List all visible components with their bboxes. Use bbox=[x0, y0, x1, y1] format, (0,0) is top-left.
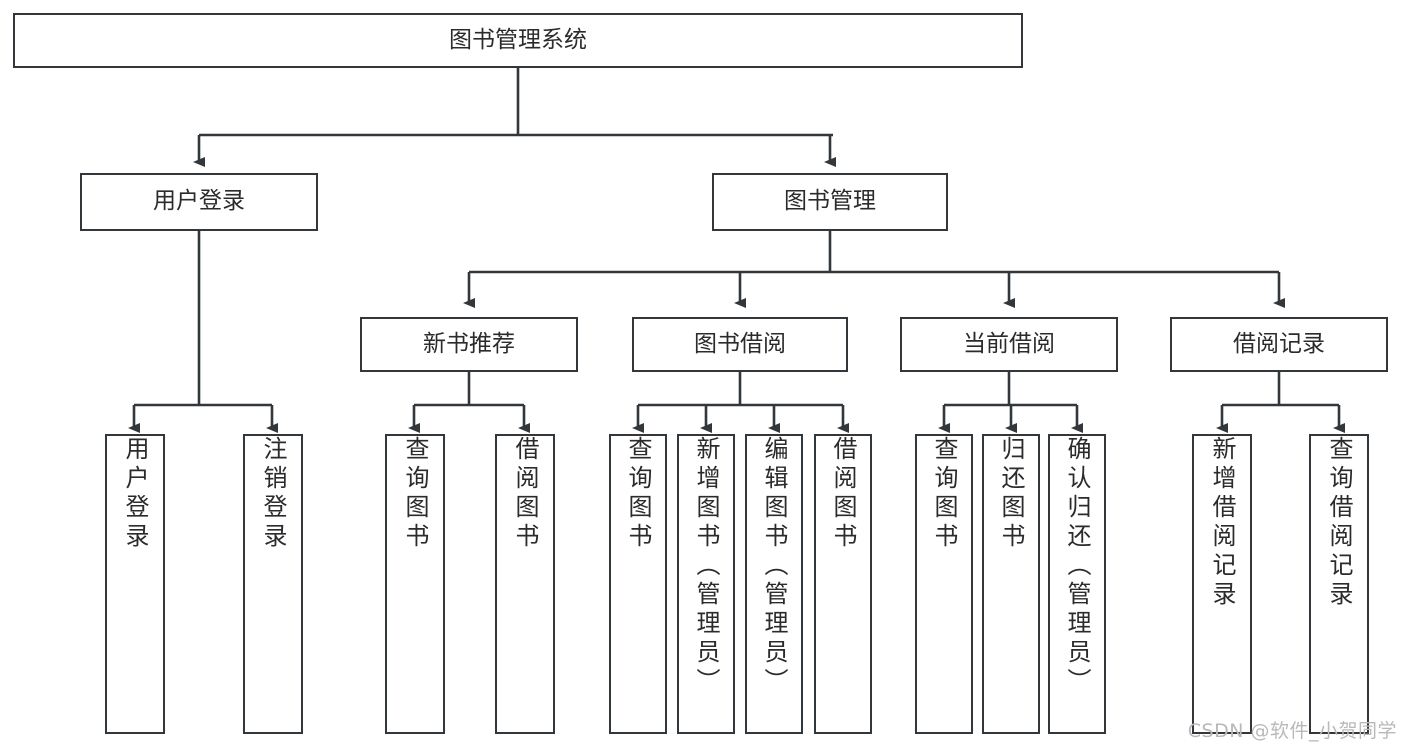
leaf-label: 借阅图书 bbox=[511, 436, 539, 552]
node-user-login-label: 用户登录 bbox=[153, 188, 245, 215]
leaf-current-borrow-0[interactable]: 查询图书 bbox=[915, 434, 973, 734]
leaf-book-borrow-3[interactable]: 借阅图书 bbox=[814, 434, 872, 734]
watermark: CSDN @软件_小贺同学 bbox=[1187, 720, 1397, 742]
leaf-label: 查询图书 bbox=[401, 436, 429, 552]
leaf-label: 查询图书 bbox=[930, 436, 958, 552]
node-current-borrow[interactable]: 当前借阅 bbox=[900, 317, 1118, 372]
node-borrow-record-label: 借阅记录 bbox=[1233, 330, 1325, 357]
leaf-borrow-record-1[interactable]: 查询借阅记录 bbox=[1309, 434, 1369, 734]
leaf-user-login-0[interactable]: 用户登录 bbox=[105, 434, 165, 734]
leaf-label: 用户登录 bbox=[121, 436, 149, 552]
node-new-book-recommend-label: 新书推荐 bbox=[423, 330, 515, 357]
leaf-borrow-record-0[interactable]: 新增借阅记录 bbox=[1192, 434, 1252, 734]
leaf-book-borrow-0[interactable]: 查询图书 bbox=[609, 434, 667, 734]
node-current-borrow-label: 当前借阅 bbox=[963, 330, 1055, 357]
leaf-label: 注销登录 bbox=[259, 436, 287, 552]
node-book-manage[interactable]: 图书管理 bbox=[712, 173, 948, 231]
leaf-label: 新增借阅记录 bbox=[1208, 436, 1236, 610]
leaf-new-book-recommend-0[interactable]: 查询图书 bbox=[385, 434, 445, 734]
node-new-book-recommend[interactable]: 新书推荐 bbox=[360, 317, 578, 372]
leaf-label: 查询图书 bbox=[624, 436, 652, 552]
leaf-label: 新增图书（管理员） bbox=[692, 436, 720, 697]
node-user-login[interactable]: 用户登录 bbox=[80, 173, 318, 231]
node-root-label: 图书管理系统 bbox=[449, 26, 587, 53]
node-book-manage-label: 图书管理 bbox=[784, 188, 876, 215]
leaf-label: 归还图书 bbox=[997, 436, 1025, 552]
leaf-label: 借阅图书 bbox=[829, 436, 857, 552]
leaf-label: 编辑图书（管理员） bbox=[760, 436, 788, 697]
node-book-borrow-label: 图书借阅 bbox=[694, 330, 786, 357]
leaf-label: 确认归还（管理员） bbox=[1063, 436, 1091, 697]
leaf-user-login-1[interactable]: 注销登录 bbox=[243, 434, 303, 734]
node-root[interactable]: 图书管理系统 bbox=[13, 13, 1023, 68]
leaf-book-borrow-1[interactable]: 新增图书（管理员） bbox=[677, 434, 735, 734]
node-book-borrow[interactable]: 图书借阅 bbox=[632, 317, 848, 372]
leaf-book-borrow-2[interactable]: 编辑图书（管理员） bbox=[745, 434, 803, 734]
leaf-current-borrow-2[interactable]: 确认归还（管理员） bbox=[1048, 434, 1106, 734]
leaf-current-borrow-1[interactable]: 归还图书 bbox=[982, 434, 1040, 734]
node-borrow-record[interactable]: 借阅记录 bbox=[1170, 317, 1388, 372]
leaf-label: 查询借阅记录 bbox=[1325, 436, 1353, 610]
leaf-new-book-recommend-1[interactable]: 借阅图书 bbox=[495, 434, 555, 734]
